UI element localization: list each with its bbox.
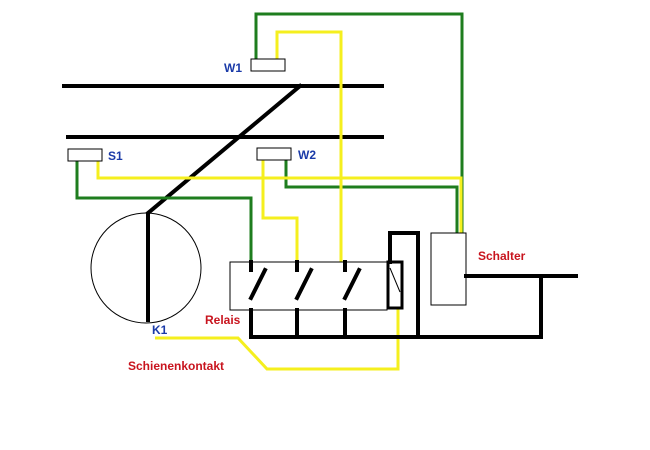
contact-3-blade <box>342 267 362 301</box>
green-wire-w1 <box>254 12 464 233</box>
k1-label: K1 <box>152 323 168 337</box>
relais-label: Relais <box>205 313 241 327</box>
s1-label: S1 <box>108 149 123 163</box>
green-wire-s1 <box>75 160 253 262</box>
relay-coil <box>386 260 404 310</box>
yellow-wire-w1 <box>275 30 343 262</box>
w2-label: W2 <box>298 148 316 162</box>
yellow-wire-schienenkontakt <box>155 308 400 371</box>
coil-mark <box>389 267 401 293</box>
coil-supply-wire <box>388 231 420 339</box>
yellow-wire-s1 <box>96 160 463 233</box>
common-wire <box>249 274 543 339</box>
turnout-diagonal <box>145 83 303 216</box>
w1-terminal <box>250 58 286 72</box>
schienenkontakt-label: Schienenkontakt <box>128 359 224 373</box>
schalter-label: Schalter <box>478 249 526 263</box>
contact-1-blade <box>248 267 268 301</box>
s1-terminal <box>67 148 103 162</box>
relay-box <box>229 261 388 311</box>
w1-label: W1 <box>224 61 242 75</box>
w2-terminal <box>256 147 292 161</box>
green-wire-w2 <box>284 159 459 233</box>
contact-2-blade <box>294 267 314 301</box>
yellow-wire-w2 <box>261 159 299 262</box>
switch-box <box>430 232 467 306</box>
